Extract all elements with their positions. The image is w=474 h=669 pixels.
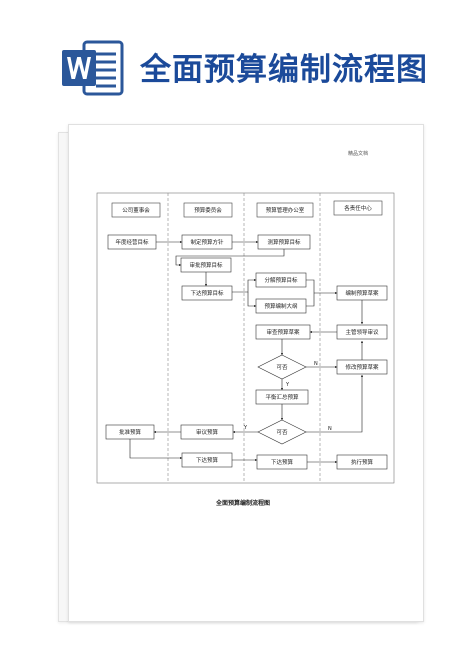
node-estimate-targets (257, 234, 311, 250)
page-header: 全面预算编制流程图 (0, 0, 474, 120)
label-balance-summary: 平衡汇总预算 (265, 393, 299, 401)
swimlane-frame (96, 192, 395, 484)
branch-yes-1: Y (285, 382, 290, 388)
node-approve-budget (105, 424, 155, 440)
node-revise-draft (336, 359, 388, 375)
page-title: 全面预算编制流程图 (140, 52, 428, 88)
node-approve-targets (180, 257, 232, 273)
label-issue-targets: 下达预算目标 (190, 289, 224, 297)
decision-final-ok (257, 419, 307, 445)
node-budget-policy (181, 234, 233, 250)
node-balance-summary (255, 389, 309, 405)
arrow-n6-n8 (247, 292, 257, 308)
arrow-n3-n4 (175, 249, 285, 267)
node-issue-budget-committee (181, 452, 233, 468)
node-issue-targets (181, 285, 233, 301)
label-approve-budget: 批准预算 (119, 428, 142, 436)
svg-text:公司董事会: 公司董事会 (122, 206, 150, 214)
label-approve-targets: 审批预算目标 (189, 261, 223, 269)
document-tag: 精品文档 (348, 151, 369, 157)
label-budget-policy: 制定预算方针 (190, 238, 224, 246)
branch-no-1: N (314, 361, 318, 367)
svg-text:预算管理办公室: 预算管理办公室 (266, 206, 305, 214)
label-annual-targets: 年度经营目标 (115, 238, 149, 246)
lane-header-board: 公司董事会 (111, 202, 161, 218)
lane-header-budget-committee: 预算委员会 (183, 202, 233, 218)
arrow-n6-n5 (232, 278, 257, 293)
node-issue-budget-office (256, 454, 308, 470)
node-execute-budget (336, 454, 388, 470)
arrow-n14-n15 (129, 439, 183, 460)
lane-header-responsibility-centers: 各责任中心 (333, 200, 383, 216)
node-budget-outline (255, 298, 307, 314)
svg-text:预算委员会: 预算委员会 (194, 206, 222, 214)
label-review-draft: 审查预算草案 (266, 328, 300, 336)
figure-caption: 全面预算编制流程图 (215, 499, 270, 507)
arrow-n5-n8-to-n7 (306, 279, 315, 307)
label-execute-budget: 执行预算 (351, 458, 374, 466)
node-draft-budget (336, 285, 388, 301)
branch-no-2: N (328, 426, 332, 432)
label-draft-budget: 编制预算草案 (345, 289, 379, 297)
svg-text:各责任中心: 各责任中心 (344, 204, 372, 212)
node-deliberate-budget (180, 424, 234, 440)
node-review-draft (255, 324, 311, 340)
label-leader-review: 主管领导审议 (345, 328, 379, 336)
label-budget-outline: 预算编制大纲 (264, 302, 298, 310)
node-decompose-targets (255, 272, 307, 288)
label-deliberate-budget: 审议预算 (196, 428, 219, 436)
word-document-icon (62, 40, 124, 96)
lane-header-budget-office: 预算管理办公室 (256, 202, 314, 218)
node-leader-review (336, 324, 388, 340)
branch-yes-2: Y (243, 425, 248, 431)
label-issue-budget-committee: 下达预算 (196, 456, 219, 464)
label-decision-review-ok: 可否 (276, 364, 288, 371)
node-annual-targets (107, 234, 157, 250)
decision-review-ok (257, 354, 307, 380)
label-decompose-targets: 分解预算目标 (264, 276, 298, 284)
arrow-d2-n11 (306, 374, 364, 433)
label-revise-draft: 修改预算草案 (345, 363, 379, 371)
label-estimate-targets: 测算预算目标 (267, 238, 301, 246)
label-decision-final-ok: 可否 (276, 429, 288, 436)
label-issue-budget-office: 下达预算 (271, 458, 294, 466)
